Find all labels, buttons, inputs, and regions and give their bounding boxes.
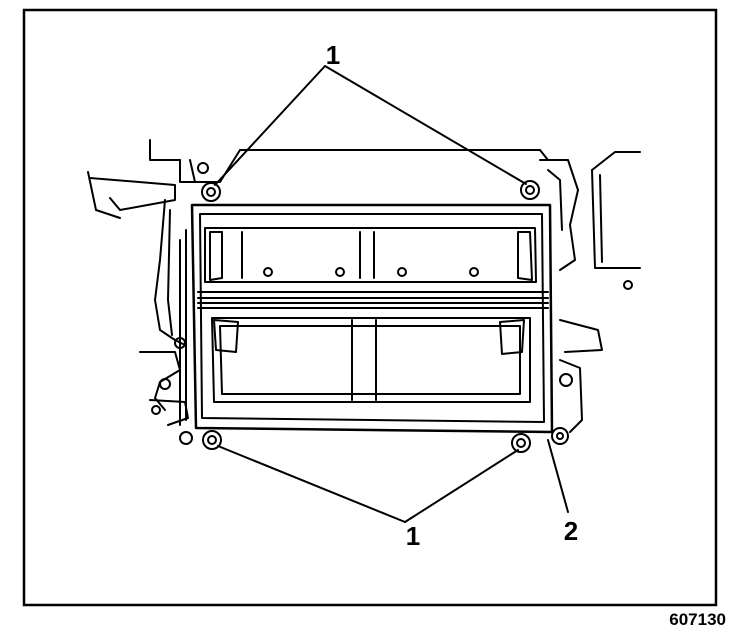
leader-1-top-left [214,65,326,186]
leader-1-bottom-right [404,449,519,523]
leader-1-bottom-left [217,445,406,523]
nut-top-left [201,182,221,202]
housing-fasteners [263,267,479,277]
leader-2 [547,439,569,513]
callout-1-bottom: 1 [406,521,420,551]
leader-lines [214,65,569,523]
module-housing [179,203,554,434]
nut-bottom-left [202,430,222,450]
callout-1-top: 1 [326,40,340,70]
mounting-nuts [201,180,540,453]
leader-1-top-right [324,65,527,185]
figure-border [22,8,718,607]
figure-number: 607130 [669,610,726,629]
fastener-item-2 [179,373,573,445]
background-structure [87,139,641,433]
nut-bottom-right [511,433,531,453]
callout-2: 2 [564,516,578,546]
nut-top-right [520,180,540,200]
